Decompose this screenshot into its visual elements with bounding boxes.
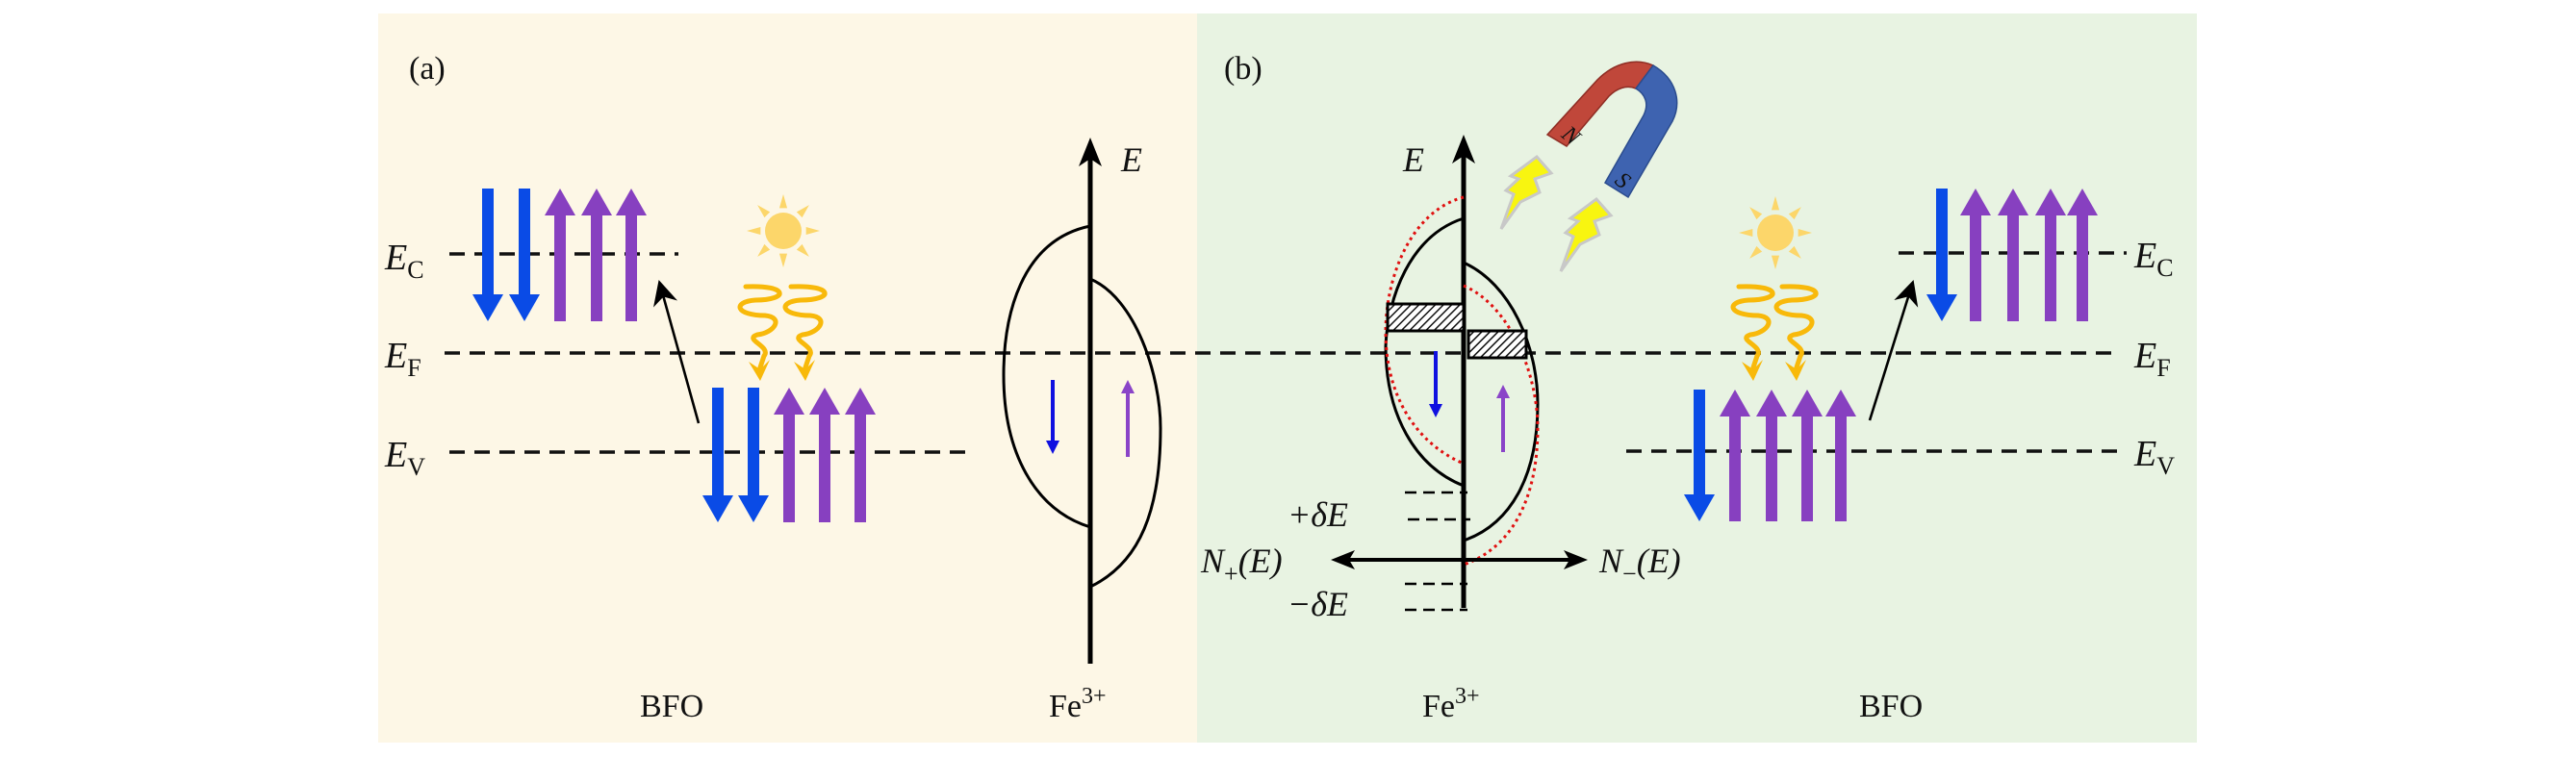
spin-up-arrow <box>616 189 647 321</box>
sun-ray <box>1788 245 1801 259</box>
dos-spin-up-lobe-a <box>1089 277 1162 589</box>
bfo-label-b: BFO <box>1859 689 1923 724</box>
lightning-bolt-icon <box>1559 196 1614 272</box>
spin-arrows-a <box>472 189 876 522</box>
ec-label-b: EC <box>2133 236 2174 282</box>
n-plus-label: N+(E) <box>1200 542 1283 588</box>
dos-spin-down-arrow <box>1429 351 1442 417</box>
minus-delta-e-label: −δE <box>1288 585 1348 623</box>
spin-down-arrow <box>1926 189 1957 321</box>
photon-wavy-arrows-b <box>1730 284 1819 381</box>
dos-spin-down-lobe-b <box>1384 216 1465 488</box>
hatched-region-spin-up <box>1467 329 1528 360</box>
sun-ray <box>747 226 761 236</box>
dos-spin-up-arrow <box>1121 380 1135 457</box>
photon-arrow <box>1730 284 1775 381</box>
fe-ion-label-a: Fe3+ <box>1049 684 1107 724</box>
photon-arrow <box>782 284 828 381</box>
sun-ray <box>1749 245 1763 259</box>
sun-disc <box>1757 214 1794 251</box>
spin-up-arrow <box>545 189 575 321</box>
spin-arrows-b <box>1684 189 2098 521</box>
sun-icon <box>747 194 820 267</box>
sun-ray <box>778 253 788 267</box>
panel-b-background <box>1197 13 2197 743</box>
photon-wavy-arrows-a <box>737 284 828 381</box>
photon-arrow <box>737 284 782 381</box>
spin-up-arrow <box>809 388 840 522</box>
sun-ray <box>1749 207 1763 220</box>
ev-label-b: EV <box>2133 434 2175 480</box>
fe-ion-label-b: Fe3+ <box>1422 684 1480 724</box>
energy-axis-arrowhead-b <box>1452 135 1475 164</box>
dos-axis-right-arrowhead <box>1564 550 1588 569</box>
ec-label-a: EC <box>384 238 424 284</box>
ef-label-b: EF <box>2133 336 2171 382</box>
sun-ray <box>778 194 788 209</box>
dos-spin-down-lobe-a <box>1002 224 1091 529</box>
spin-down-arrow <box>738 388 769 522</box>
spin-up-arrow <box>1825 390 1856 521</box>
bfo-label-a: BFO <box>640 689 703 724</box>
spin-up-arrow <box>2067 189 2098 321</box>
plus-delta-e-label: +δE <box>1288 495 1348 534</box>
spin-up-arrow <box>2035 189 2066 321</box>
spin-down-arrow <box>472 189 503 321</box>
sun-ray <box>1739 228 1753 238</box>
sun-icon <box>1739 196 1812 269</box>
spin-down-arrow <box>702 388 733 522</box>
sun-ray <box>757 205 771 218</box>
spin-up-arrow <box>1792 390 1823 521</box>
panel-b-label: (b) <box>1224 51 1262 87</box>
magnet-south-arm <box>1603 64 1678 199</box>
panel-a-label: (a) <box>409 51 446 87</box>
dos-shifted-up-dotted <box>1463 284 1540 567</box>
energy-axis-label-a: E <box>1120 140 1142 179</box>
sun-ray <box>1788 207 1801 220</box>
sun-ray <box>1798 228 1812 238</box>
spin-up-arrow <box>1960 189 1991 321</box>
sun-ray <box>1771 196 1780 211</box>
dos-spin-arrows-b <box>1429 351 1510 452</box>
spin-up-arrow <box>1756 390 1787 521</box>
excitation-arrow-b <box>1868 280 1919 421</box>
spin-up-arrow <box>774 388 804 522</box>
ef-label-a: EF <box>384 336 421 382</box>
energy-axis-arrowhead-a <box>1079 138 1102 166</box>
panel-b: (b) EC EF EV N S E <box>1200 51 2175 724</box>
sun-ray <box>796 243 809 257</box>
panel-a-background <box>378 13 1197 743</box>
dos-spin-up-lobe-b <box>1463 261 1540 543</box>
ev-label-a: EV <box>384 435 425 481</box>
lightning-bolt-icon <box>1499 154 1554 230</box>
dos-axis-left-arrowhead <box>1331 550 1355 569</box>
magnet-icon: N S <box>1545 61 1678 199</box>
spin-up-arrow <box>1720 390 1750 521</box>
sun-ray <box>757 243 771 257</box>
hatched-region-spin-down <box>1386 302 1466 333</box>
dos-spin-arrows-a <box>1046 380 1135 457</box>
spin-up-arrow <box>581 189 612 321</box>
spin-up-arrow <box>1998 189 2028 321</box>
sun-ray <box>796 205 809 218</box>
spin-down-arrow <box>1684 390 1715 521</box>
dos-spin-up-arrow <box>1496 385 1510 452</box>
n-minus-label: N−(E) <box>1598 542 1681 588</box>
sun-disc <box>765 213 802 249</box>
photon-arrow <box>1773 284 1819 381</box>
sun-ray <box>805 226 820 236</box>
spin-up-arrow <box>845 388 876 522</box>
panel-a: (a) EC EF EV E BFO Fe3+ <box>384 51 2117 724</box>
spin-down-arrow <box>509 189 540 321</box>
dos-spin-down-arrow <box>1046 380 1059 454</box>
excitation-arrow-a <box>653 279 701 424</box>
energy-axis-label-b: E <box>1402 140 1424 179</box>
sun-ray <box>1771 255 1780 269</box>
